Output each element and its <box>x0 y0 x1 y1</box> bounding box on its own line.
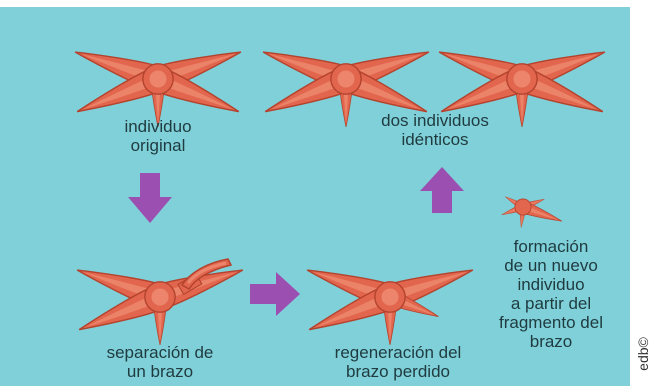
arrow-right-icon <box>250 272 300 316</box>
label-regeneration: regeneración del brazo perdido <box>318 343 478 381</box>
label-separation: separación de un brazo <box>80 343 240 381</box>
label-formation-line-3: individuo <box>517 275 585 294</box>
starfish-from-fragment <box>500 193 565 229</box>
starfish-regenerating <box>302 257 478 346</box>
label-regeneration-line-2: brazo perdido <box>346 362 450 381</box>
label-formation-line-4: a partir del <box>510 294 592 313</box>
label-original-line-1: individuo <box>124 117 192 136</box>
label-formation-line-5: fragmento del <box>499 313 603 332</box>
label-original: individuo original <box>98 117 218 155</box>
label-formation-line-1: formación <box>513 237 589 256</box>
starfish-original <box>68 29 248 129</box>
label-original-line-2: original <box>130 136 186 155</box>
label-separation-line-2: un brazo <box>126 362 194 381</box>
diagram-panel: individuo original dos individuos idénti… <box>0 7 630 386</box>
arrow-up-icon <box>420 167 464 213</box>
label-formation-line-6: brazo <box>529 332 573 351</box>
label-identical-line-1: dos individuos <box>381 111 489 130</box>
label-formation: formación de un nuevo individuo a partir… <box>486 237 616 351</box>
label-identical: dos individuos idénticos <box>350 111 520 149</box>
detached-arm <box>180 258 233 291</box>
arrow-down-icon <box>128 173 172 223</box>
label-identical-line-2: idénticos <box>401 130 469 149</box>
publisher-credit: edb© <box>634 326 652 382</box>
credit-text: edb© <box>635 337 651 371</box>
label-regeneration-line-1: regeneración del <box>334 343 462 362</box>
label-separation-line-1: separación de <box>106 343 214 362</box>
label-formation-line-2: de un nuevo <box>504 256 598 275</box>
